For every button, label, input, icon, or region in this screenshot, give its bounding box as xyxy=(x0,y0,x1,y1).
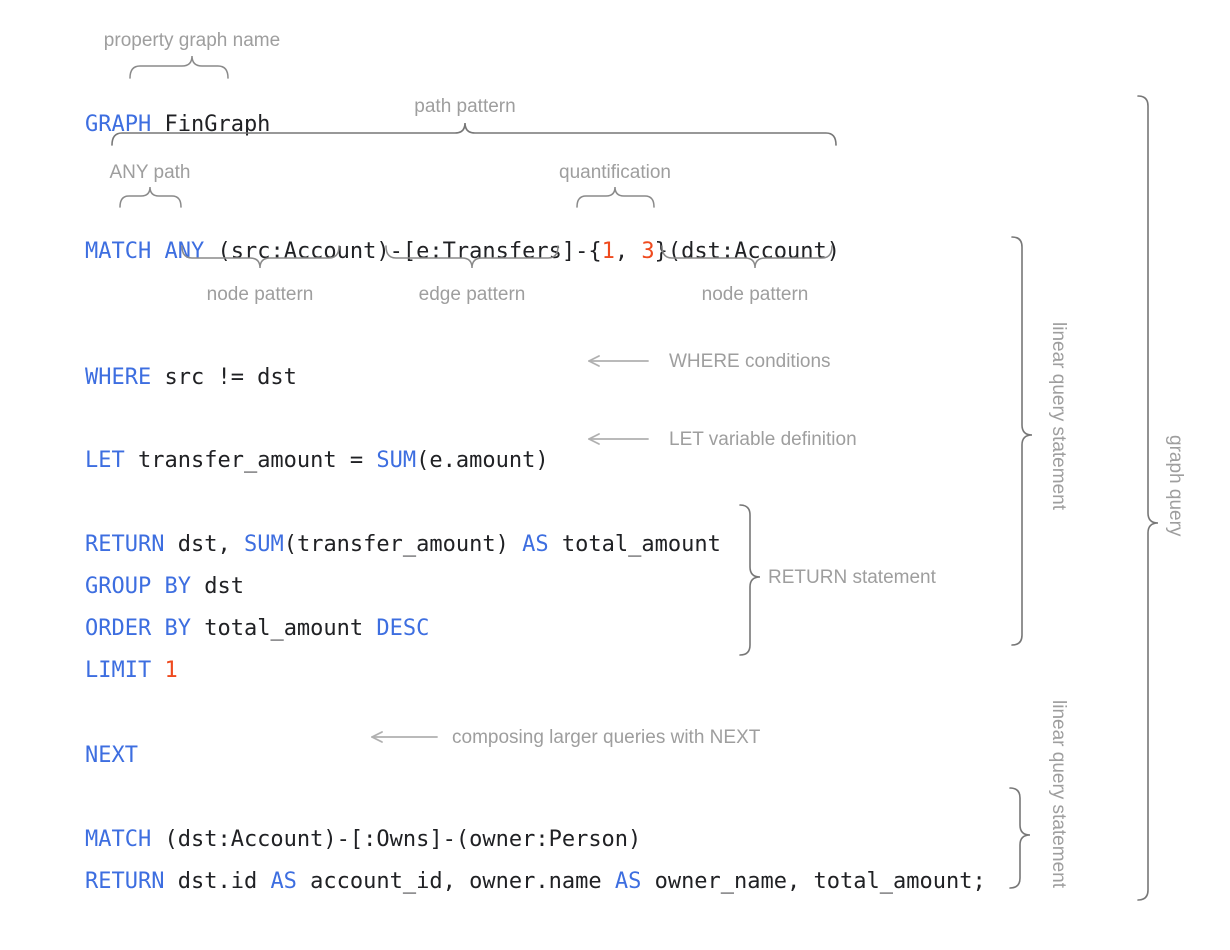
limit-value: 1 xyxy=(164,658,178,683)
quantifier-lower-bound: 1 xyxy=(601,239,615,264)
annotation-path-pattern: path pattern xyxy=(414,96,516,117)
keyword-let: LET xyxy=(84,448,125,473)
keyword-where: WHERE xyxy=(84,365,152,390)
function-sum: SUM xyxy=(243,532,284,557)
keyword-match: MATCH xyxy=(84,239,152,264)
quantifier-upper-bound: 3 xyxy=(641,239,655,264)
return-alias-total-amount: total_amount xyxy=(548,532,721,557)
edge-pattern-transfers: [e:Transfers] xyxy=(402,239,576,264)
let-sum-argument: (e.amount) xyxy=(416,448,549,473)
code-line-match2: MATCH (dst:Account)-[:Owns]-(owner:Perso… xyxy=(32,807,641,873)
return2-item-dst-id: dst.id xyxy=(177,869,271,894)
quantifier-close: } xyxy=(654,239,668,264)
graph-name-fingraph: FinGraph xyxy=(164,112,271,137)
let-variable-name: transfer_amount xyxy=(137,448,337,473)
annotation-graph-query: graph query xyxy=(1165,435,1186,537)
keyword-order: ORDER xyxy=(84,616,152,641)
keyword-return: RETURN xyxy=(84,532,165,557)
code-line-orderby: ORDER BY total_amount DESC xyxy=(32,596,429,662)
annotation-property-graph-name: property graph name xyxy=(103,30,281,51)
keyword-desc: DESC xyxy=(376,616,430,641)
brace-property-graph-name xyxy=(129,55,229,79)
brace-quantification xyxy=(576,186,655,208)
annotation-linear-query-statement-2: linear query statement xyxy=(1048,700,1069,888)
node-pattern-src: (src:Account) xyxy=(217,239,390,264)
brace-return-statement xyxy=(739,504,761,656)
code-line-return1: RETURN dst, SUM(transfer_amount) AS tota… xyxy=(32,512,721,578)
annotation-let-variable-definition: LET variable definition xyxy=(669,429,857,450)
quantifier-separator: , xyxy=(614,239,642,264)
return-sum-argument: (transfer_amount) xyxy=(283,532,523,557)
dash-2: - xyxy=(575,239,589,264)
keyword-by: BY xyxy=(164,574,191,599)
code-line-next: NEXT xyxy=(32,723,138,789)
code-line-match1: MATCH ANY (src:Account)-[e:Transfers]-{1… xyxy=(32,219,840,285)
annotation-composing-with-next: composing larger queries with NEXT xyxy=(452,727,761,748)
keyword-any: ANY xyxy=(164,239,205,264)
annotation-edge-pattern: edge pattern xyxy=(418,284,526,305)
keyword-as: AS xyxy=(614,869,642,894)
code-line-return2: RETURN dst.id AS account_id, owner.name … xyxy=(32,849,986,915)
keyword-group: GROUP xyxy=(84,574,152,599)
annotation-node-pattern-left: node pattern xyxy=(206,284,314,305)
arrow-let-variable-definition xyxy=(588,433,649,445)
annotation-node-pattern-right: node pattern xyxy=(701,284,809,305)
keyword-as: AS xyxy=(270,869,297,894)
return-item-dst: dst, xyxy=(177,532,244,557)
node-pattern-dst: (dst:Account) xyxy=(667,239,841,264)
dash-1: - xyxy=(389,239,403,264)
brace-graph-query xyxy=(1137,95,1159,901)
where-expression: src != dst xyxy=(164,365,297,390)
orderby-expression: total_amount xyxy=(204,616,364,641)
code-line-let: LET transfer_amount = SUM(e.amount) xyxy=(32,428,549,494)
keyword-next: NEXT xyxy=(84,743,138,768)
annotation-any-path: ANY path xyxy=(109,162,191,183)
keyword-limit: LIMIT xyxy=(84,658,152,683)
brace-linear-query-statement-2 xyxy=(1009,787,1031,889)
annotation-quantification: quantification xyxy=(559,162,671,183)
brace-linear-query-statement-1 xyxy=(1011,236,1033,646)
match2-pattern: (dst:Account)-[:Owns]-(owner:Person) xyxy=(164,827,642,852)
return2-alias-owner-name: owner_name, total_amount; xyxy=(641,869,986,894)
keyword-match: MATCH xyxy=(84,827,152,852)
code-line-limit: LIMIT 1 xyxy=(32,638,178,704)
quantifier-open: { xyxy=(588,239,602,264)
code-line-groupby: GROUP BY dst xyxy=(32,554,244,620)
keyword-graph: GRAPH xyxy=(84,112,152,137)
function-sum: SUM xyxy=(376,448,417,473)
groupby-expression: dst xyxy=(204,574,244,599)
keyword-by: BY xyxy=(164,616,191,641)
assignment-operator: = xyxy=(349,448,364,473)
code-line-graph: GRAPH FinGraph xyxy=(32,92,270,158)
keyword-return: RETURN xyxy=(84,869,165,894)
code-line-where: WHERE src != dst xyxy=(32,345,297,411)
keyword-as: AS xyxy=(522,532,549,557)
annotation-return-statement: RETURN statement xyxy=(768,567,936,588)
brace-any-path xyxy=(119,186,182,208)
arrow-where-conditions xyxy=(588,355,649,367)
arrow-composing-with-next xyxy=(371,731,438,743)
annotation-linear-query-statement-1: linear query statement xyxy=(1048,322,1069,510)
return2-alias-account-id: account_id, owner.name xyxy=(296,869,615,894)
annotation-where-conditions: WHERE conditions xyxy=(669,351,831,372)
